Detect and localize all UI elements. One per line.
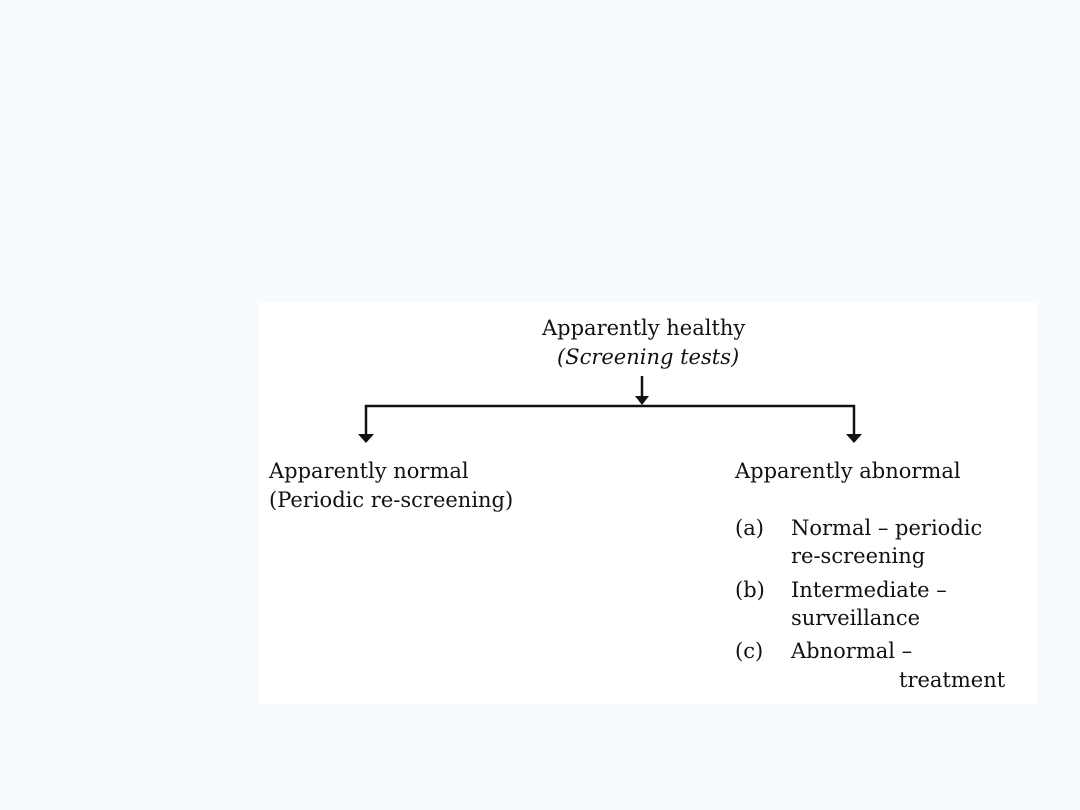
item-c-marker: (c) (735, 639, 764, 663)
item-b-line2: surveillance (791, 606, 921, 630)
right-branch-title: Apparently abnormal (735, 459, 961, 483)
item-a-line2: re-screening (791, 544, 926, 568)
root-arrowhead (635, 396, 649, 405)
flow-connectors (358, 376, 862, 443)
item-c-line2: treatment (899, 668, 1006, 692)
item-c-line1: Abnormal – (791, 639, 913, 663)
left-branch-subtitle: (Periodic re-screening) (269, 488, 514, 512)
root-title: Apparently healthy (542, 316, 746, 340)
item-b-marker: (b) (735, 578, 765, 602)
right-branch-arrowhead (846, 434, 862, 443)
item-a-marker: (a) (735, 516, 764, 540)
root-subtitle: (Screening tests) (557, 345, 740, 369)
left-branch-title: Apparently normal (269, 459, 469, 483)
item-a-line1: Normal – periodic (791, 516, 983, 540)
diagram-panel: Apparently healthy (Screening tests) App… (259, 302, 1037, 704)
left-branch-arrowhead (358, 434, 374, 443)
item-b-line1: Intermediate – (791, 578, 947, 602)
